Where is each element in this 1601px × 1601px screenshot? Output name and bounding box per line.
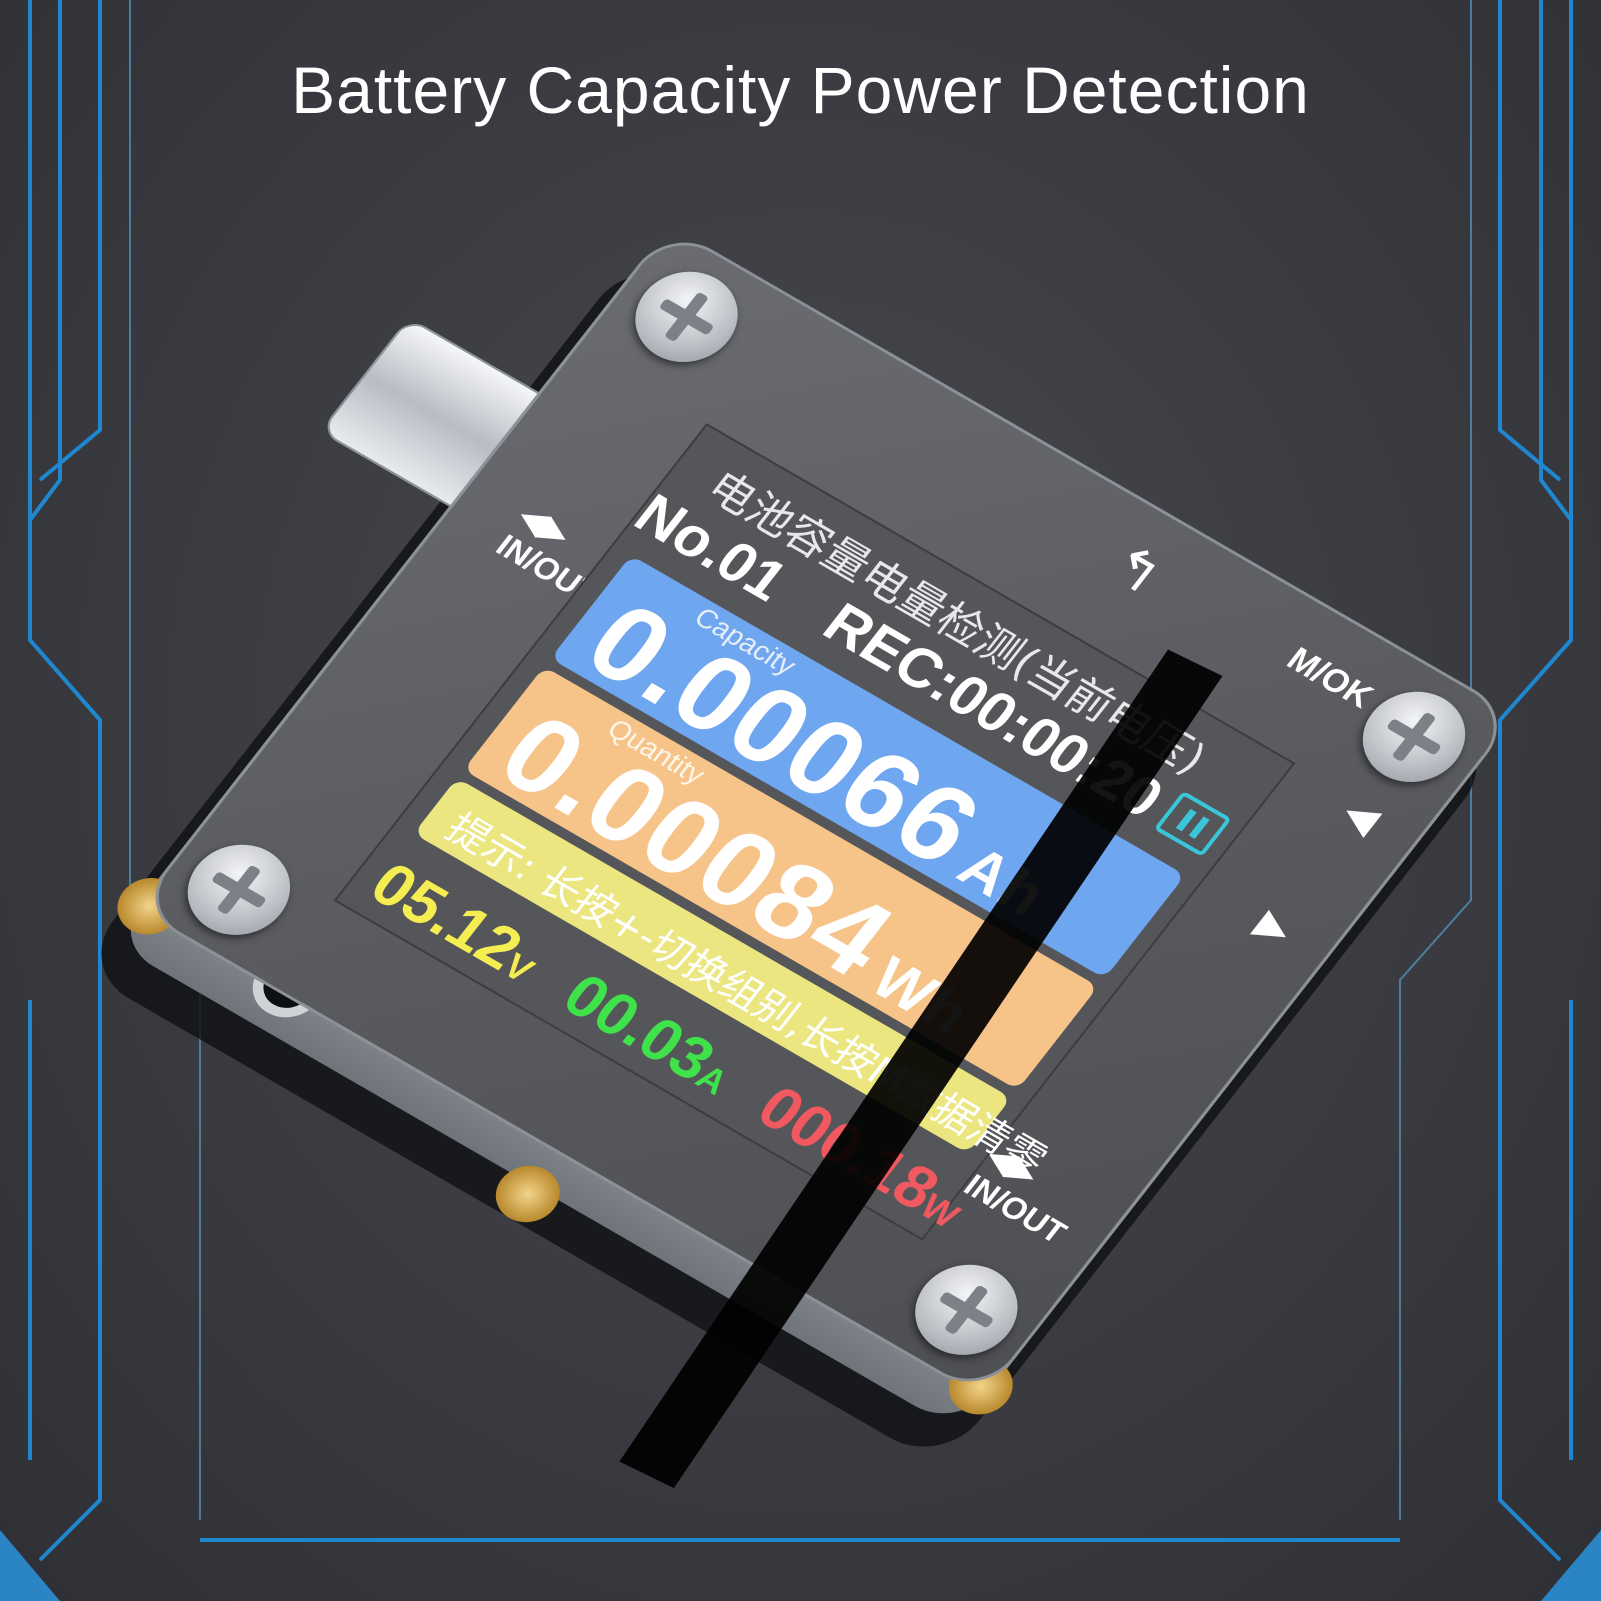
minus-button[interactable]: ◀: [1333, 790, 1389, 843]
screw-icon: [167, 827, 311, 953]
back-icon[interactable]: ↰: [1095, 532, 1177, 608]
screw-icon: [615, 254, 758, 380]
device-body: ↰ M/OK ◀ ▶ ◀▶ IN/OUT ◀▶ IN/OUT 电池容量电量检测(…: [76, 224, 1518, 1489]
screw-icon: [894, 1247, 1038, 1373]
mok-button[interactable]: M/OK: [1279, 640, 1381, 716]
headline: Battery Capacity Power Detection: [291, 53, 1310, 127]
pause-icon: [1153, 790, 1233, 857]
plus-button[interactable]: ▶: [1246, 901, 1302, 954]
